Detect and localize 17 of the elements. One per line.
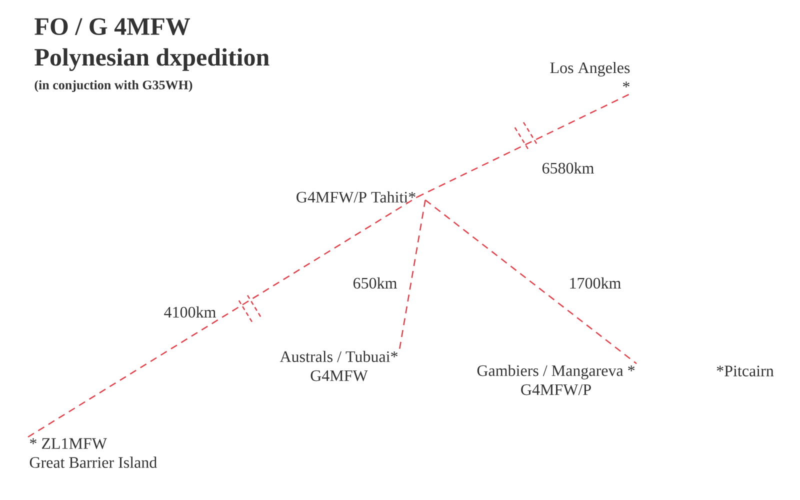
subtitle: Polynesian dxpedition — [34, 48, 270, 71]
dashed-line — [398, 200, 426, 350]
place-label: *Pitcairn — [716, 366, 774, 376]
place-label: G4MFW/P Tahiti* — [296, 191, 416, 203]
distance-label: 4100km — [162, 305, 218, 319]
place-label: Gambiers / Mangareva * G4MFW/P — [477, 364, 635, 396]
distance-label: 1700km — [568, 276, 622, 290]
title: FO / G 4MFW — [34, 18, 190, 36]
place-label: Los Angeles * — [550, 62, 630, 88]
place-label: Australs / Tubuai* G4MFW — [280, 350, 398, 382]
place-label: * ZL1MFW Great Barrier Island — [30, 438, 157, 468]
dashed-line — [417, 92, 632, 198]
note: (in conjuction with G35WH) — [34, 80, 192, 92]
dashed-line — [424, 199, 637, 364]
distance-label: 650km — [352, 276, 398, 290]
distance-label: 6580km — [540, 161, 596, 175]
dashed-line — [28, 196, 418, 438]
